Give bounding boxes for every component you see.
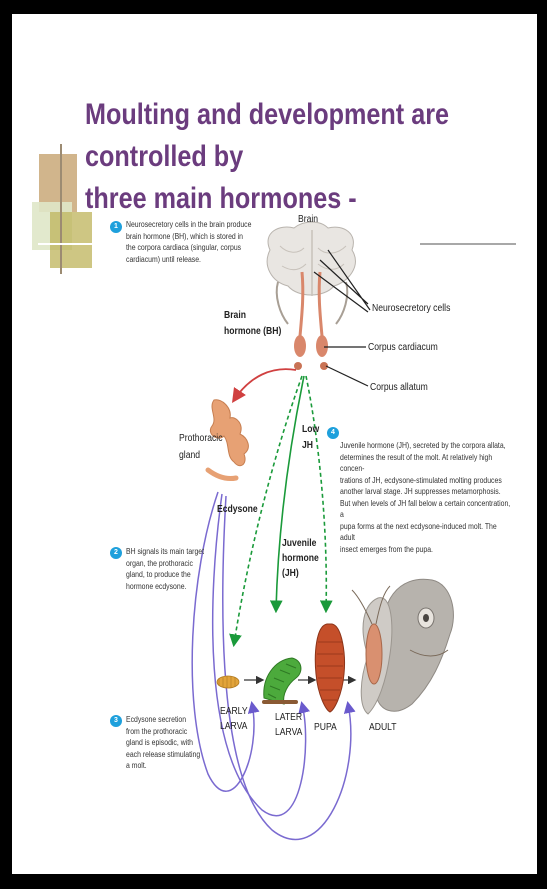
label-brain-hormone: Brain hormone (BH) [224, 310, 281, 338]
label-early-larva: EARLY LARVA [220, 706, 248, 733]
slide: Moulting and development are controlled … [12, 14, 537, 874]
step-1-line: brain hormone (BH), which is stored in [126, 231, 264, 243]
label-early-larva-line: LARVA [220, 721, 248, 733]
step-3-line: Ecdysone secretion [126, 714, 212, 726]
label-adult: ADULT [369, 722, 397, 734]
adult-moth-illustration [352, 579, 453, 714]
step-1-line: Neurosecretory cells in the brain produc… [126, 219, 264, 231]
label-corpus-allatum: Corpus allatum [370, 382, 428, 394]
step-2-line: organ, the prothoracic [126, 558, 212, 570]
step-4-line: insect emerges from the pupa. [340, 544, 512, 556]
step-1-line: the corpora cardiaca (singular, corpus [126, 242, 264, 254]
early-larva-illustration [217, 676, 239, 688]
step-2-line: hormone ecdysone. [126, 581, 212, 593]
step-4-line: trations of JH, ecdysone-stimulated molt… [340, 475, 512, 487]
later-larva-illustration [264, 658, 301, 704]
step-badge-3: 3 [110, 715, 122, 727]
step-badge-2: 2 [110, 547, 122, 559]
label-ecdysone: Ecdysone [217, 504, 258, 516]
brain-illustration [267, 222, 355, 370]
step-2-line: gland, to produce the [126, 569, 212, 581]
step-1-text: Neurosecretory cells in the brain produc… [126, 219, 264, 265]
label-brain-hormone-line: Brain [224, 310, 281, 322]
step-1-line: cardiacum) until release. [126, 254, 264, 266]
step-4-line: Juvenile hormone (JH), secreted by the c… [340, 440, 512, 452]
label-corpus-cardiacum: Corpus cardiacum [368, 342, 438, 354]
step-3-line: each release stimulating [126, 749, 212, 761]
brain-hormone-arrow [234, 369, 296, 400]
label-juvenile-line: hormone [282, 553, 319, 565]
step-2-text: BH signals its main target organ, the pr… [126, 546, 212, 592]
label-early-larva-line: EARLY [220, 706, 248, 718]
pupa-illustration [315, 624, 344, 712]
step-4-text: Juvenile hormone (JH), secreted by the c… [340, 440, 512, 555]
step-4-line: But when levels of JH fall below a certa… [340, 498, 512, 521]
label-neurosecretory-cells: Neurosecretory cells [372, 303, 450, 315]
step-3-line: from the prothoracic [126, 726, 212, 738]
step-badge-1: 1 [110, 221, 122, 233]
step-3-text: Ecdysone secretion from the prothoracic … [126, 714, 212, 772]
label-juvenile-hormone: Juvenile hormone (JH) [282, 538, 319, 580]
label-later-larva-line: LATER [275, 712, 302, 724]
label-prothoracic-gland: Prothoracic gland [179, 433, 222, 462]
label-prothoracic-line: gland [179, 450, 222, 462]
label-low-jh-line: JH [302, 440, 319, 452]
label-later-larva: LATER LARVA [275, 712, 302, 739]
label-juvenile-line: Juvenile [282, 538, 319, 550]
label-pupa: PUPA [314, 722, 337, 734]
label-brain-hormone-line: hormone (BH) [224, 326, 281, 338]
step-badge-4: 4 [327, 427, 339, 439]
step-3-line: a molt. [126, 760, 212, 772]
step-2-line: BH signals its main target [126, 546, 212, 558]
label-later-larva-line: LARVA [275, 727, 302, 739]
step-4-line: another larval stage. JH suppresses meta… [340, 486, 512, 498]
label-brain: Brain [298, 214, 318, 226]
label-low-jh-line: Low [302, 424, 319, 436]
corpus-allatum-pointer [326, 366, 368, 386]
step-4-line: pupa forms at the next ecdysone-induced … [340, 521, 512, 544]
label-prothoracic-line: Prothoracic [179, 433, 222, 445]
label-juvenile-line: (JH) [282, 568, 319, 580]
label-low-jh: Low JH [302, 424, 319, 452]
step-4-line: determines the result of the molt. At re… [340, 452, 512, 475]
step-3-line: gland is episodic, with [126, 737, 212, 749]
